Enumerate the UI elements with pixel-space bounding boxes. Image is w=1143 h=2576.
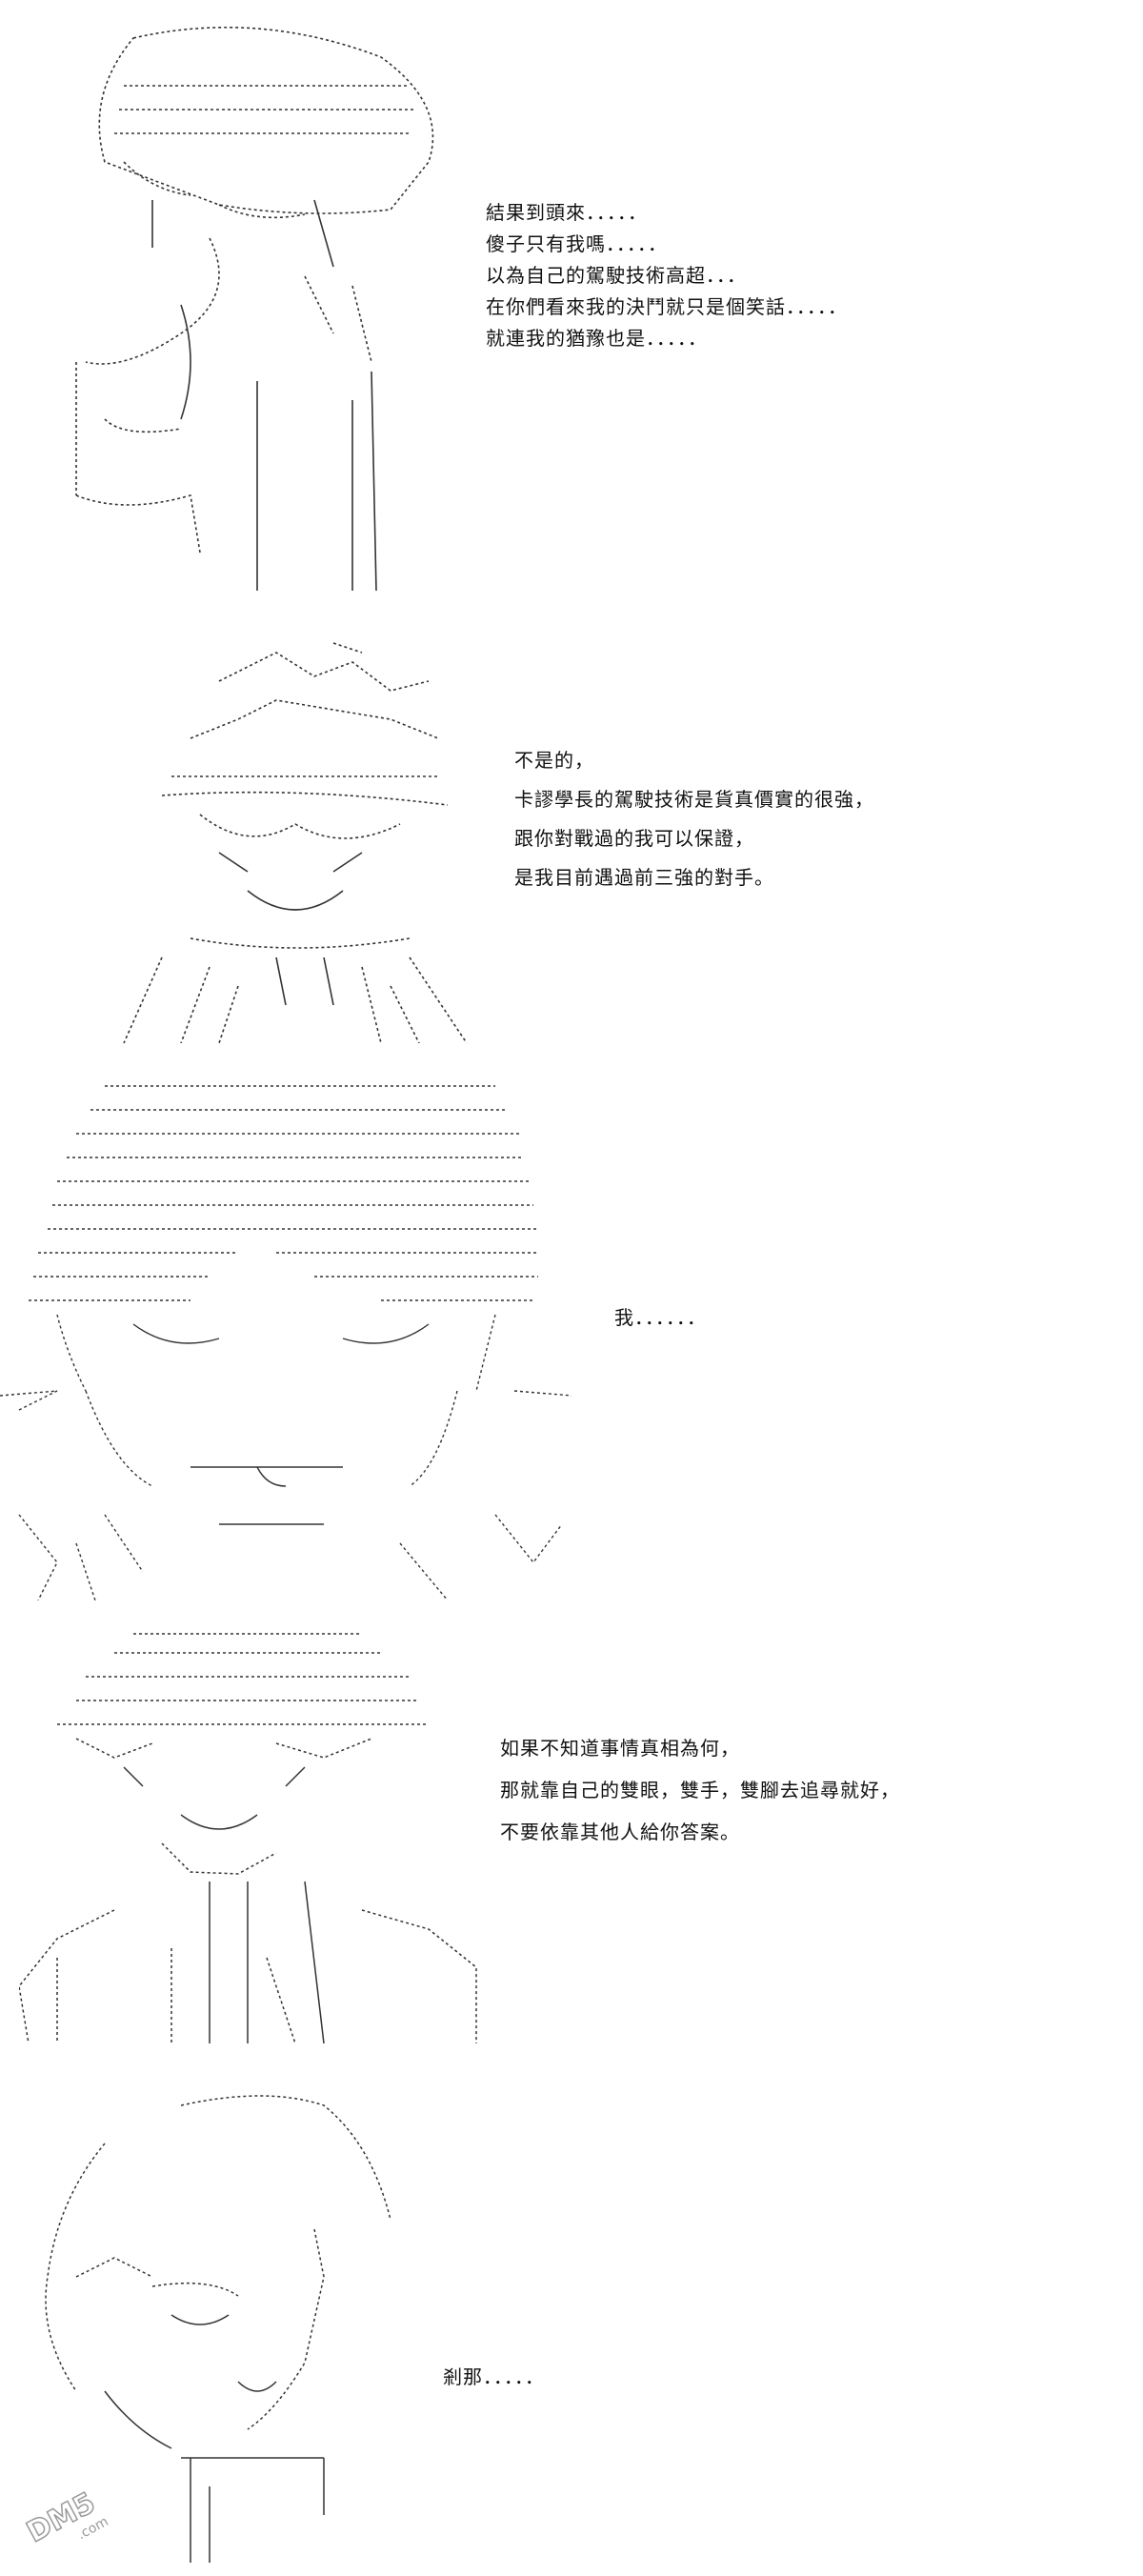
messy-hair-character-ascii-art <box>19 1624 505 2043</box>
dialogue-line: 我．．．．．． <box>614 1306 707 1329</box>
panel-1: 結果到頭來．．．．． 傻子只有我嗎．．．．． 以為自己的駕駛技術高超．．． 在你… <box>0 0 1143 610</box>
dialogue-line: 是我目前遇過前三強的對手。 <box>514 866 774 889</box>
dialogue-line: 剎那．．．．． <box>443 2365 545 2388</box>
dm5-watermark: DM5 .com <box>17 2465 131 2561</box>
hooded-figure-ascii-art <box>67 19 467 591</box>
dialogue-box-5: 剎那．．．．． <box>443 2365 545 2390</box>
dialogue-line: 以為自己的駕駛技術高超．．． <box>486 264 747 287</box>
panel-4: 如果不知道事情真相為何， 那就靠自己的雙眼，雙手，雙腳去追尋就好， 不要依靠其他… <box>0 1610 1143 2058</box>
large-hair-closeup-ascii-art <box>0 1067 572 1600</box>
dialogue-line: 如果不知道事情真相為何， <box>500 1737 740 1760</box>
panel-3: 我．．．．．． <box>0 1048 1143 1610</box>
watermark-text: DM5 <box>22 2486 101 2549</box>
dialogue-line: 在你們看來我的決鬥就只是個笑話．．．．． <box>486 295 848 318</box>
spiky-hair-character-ascii-art <box>105 624 486 1043</box>
dialogue-line: 那就靠自己的雙眼，雙手，雙腳去追尋就好， <box>500 1779 900 1801</box>
dialogue-line: 傻子只有我嗎．．．．． <box>486 232 668 255</box>
dialogue-box-2: 不是的， 卡謬學長的駕駛技術是貨真價實的很強， 跟你對戰過的我可以保證， 是我目… <box>514 748 874 891</box>
dialogue-line: 就連我的猶豫也是．．．．． <box>486 327 708 350</box>
dialogue-line: 不要依靠其他人給你答案。 <box>500 1821 740 1843</box>
dialogue-line: 結果到頭來．．．．． <box>486 201 648 224</box>
dialogue-line: 跟你對戰過的我可以保證， <box>514 827 754 850</box>
profile-face-ascii-art <box>19 2086 400 2563</box>
dm5-logo-icon: DM5 .com <box>21 2485 111 2550</box>
dialogue-line: 卡謬學長的駕駛技術是貨真價實的很強， <box>514 788 874 811</box>
dialogue-box-4: 如果不知道事情真相為何， 那就靠自己的雙眼，雙手，雙腳去追尋就好， 不要依靠其他… <box>500 1736 900 1845</box>
dialogue-box-3: 我．．．．．． <box>614 1305 707 1331</box>
panel-5: 剎那．．．．． <box>0 2058 1143 2576</box>
dialogue-box-1: 結果到頭來．．．．． 傻子只有我嗎．．．．． 以為自己的駕駛技術高超．．． 在你… <box>486 200 848 352</box>
panel-2: 不是的， 卡謬學長的駕駛技術是貨真價實的很強， 跟你對戰過的我可以保證， 是我目… <box>0 610 1143 1048</box>
dialogue-line: 不是的， <box>514 749 594 772</box>
